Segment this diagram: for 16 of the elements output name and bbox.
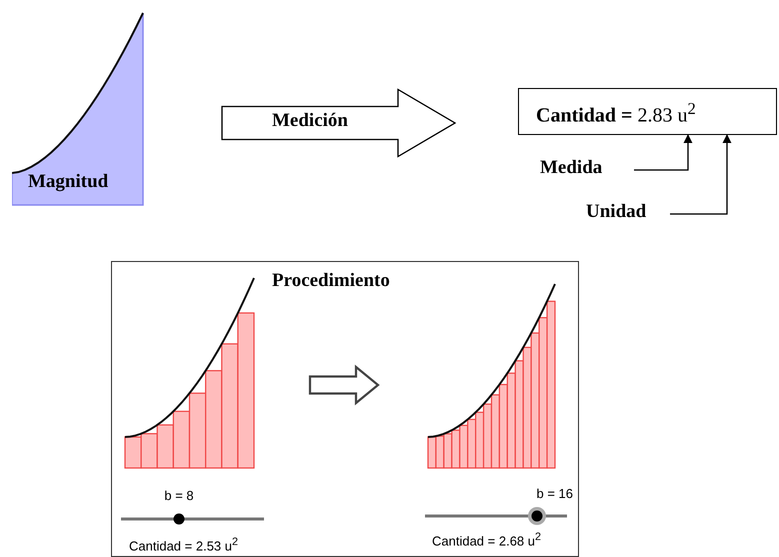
quantity-value: Cantidad = 2.53 u$^{2}$ <box>129 536 238 554</box>
edge-label: Medición <box>272 110 348 132</box>
panel-title: Procedimiento <box>272 270 390 292</box>
leader-label: Unidad <box>586 201 646 223</box>
procedure-panel <box>111 261 579 557</box>
slider-value: b = 8 <box>164 488 194 503</box>
block-arrow <box>308 364 380 406</box>
quantity-value: Cantidad = 2.68 u$^{2}$ <box>432 531 542 548</box>
block-arrow <box>221 88 456 158</box>
magnitude-label: Magnitud <box>28 171 108 193</box>
leader-line <box>634 134 693 171</box>
quantity-box <box>518 88 777 135</box>
leader-label: Medida <box>540 157 602 179</box>
leader-line <box>670 134 732 215</box>
quantity-text: Cantidad = 2.83 u$^{2}$ <box>536 99 696 128</box>
slider-value: b = 16 <box>536 486 573 501</box>
